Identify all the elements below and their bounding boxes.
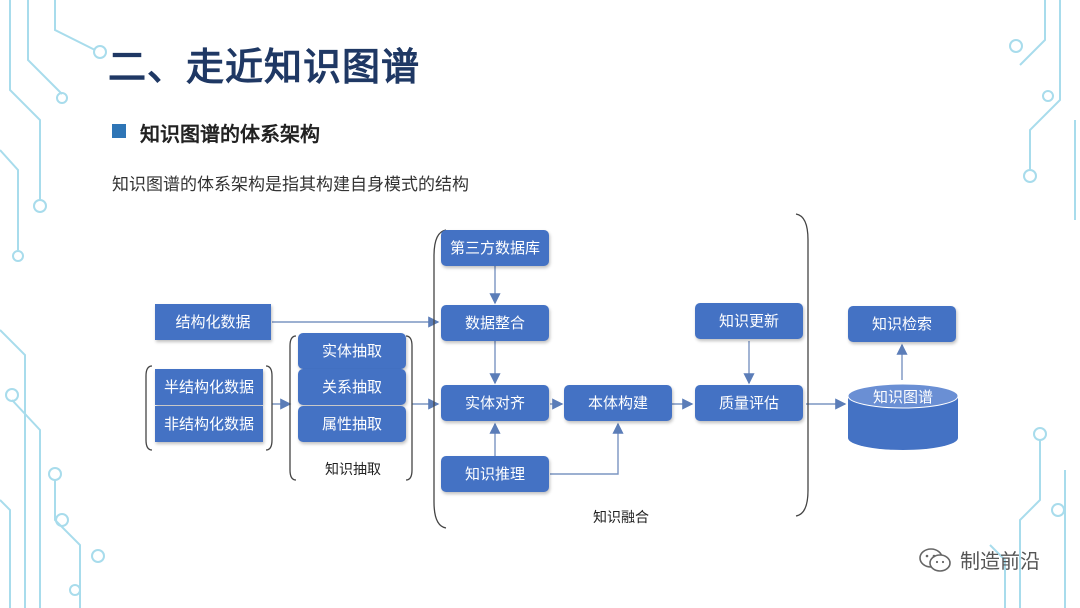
knowledge-retrieval-box: 知识检索	[848, 306, 956, 342]
relation-extraction-box: 关系抽取	[298, 369, 406, 405]
fusion-group-label: 知识融合	[593, 510, 649, 526]
page-title: 二、走近知识图谱	[108, 45, 421, 89]
quality-assessment-box: 质量评估	[695, 385, 803, 421]
structured-data-box: 结构化数据	[155, 304, 271, 340]
entity-alignment-box: 实体对齐	[441, 385, 549, 421]
watermark-text: 制造前沿	[960, 549, 1040, 573]
knowledge-reasoning-box: 知识推理	[441, 456, 549, 492]
entity-extraction-box: 实体抽取	[298, 333, 406, 369]
extraction-group-label: 知识抽取	[325, 462, 381, 478]
attribute-extraction-box: 属性抽取	[298, 406, 406, 442]
knowledge-update-box: 知识更新	[695, 303, 803, 339]
third-party-db-box: 第三方数据库	[441, 230, 549, 266]
knowledge-graph-label: 知识图谱	[872, 388, 933, 406]
semi-structured-data-box: 半结构化数据	[155, 369, 263, 405]
section-description: 知识图谱的体系架构是指其构建自身模式的结构	[112, 175, 469, 195]
wechat-icon	[919, 547, 951, 572]
section-subtitle: 知识图谱的体系架构	[140, 122, 320, 146]
data-integration-box: 数据整合	[441, 305, 549, 341]
watermark: 制造前沿	[918, 545, 1040, 574]
bullet-square	[112, 124, 126, 138]
cylinder-shape	[847, 383, 959, 450]
ontology-construction-box: 本体构建	[564, 385, 672, 421]
unstructured-data-box: 非结构化数据	[155, 406, 263, 442]
